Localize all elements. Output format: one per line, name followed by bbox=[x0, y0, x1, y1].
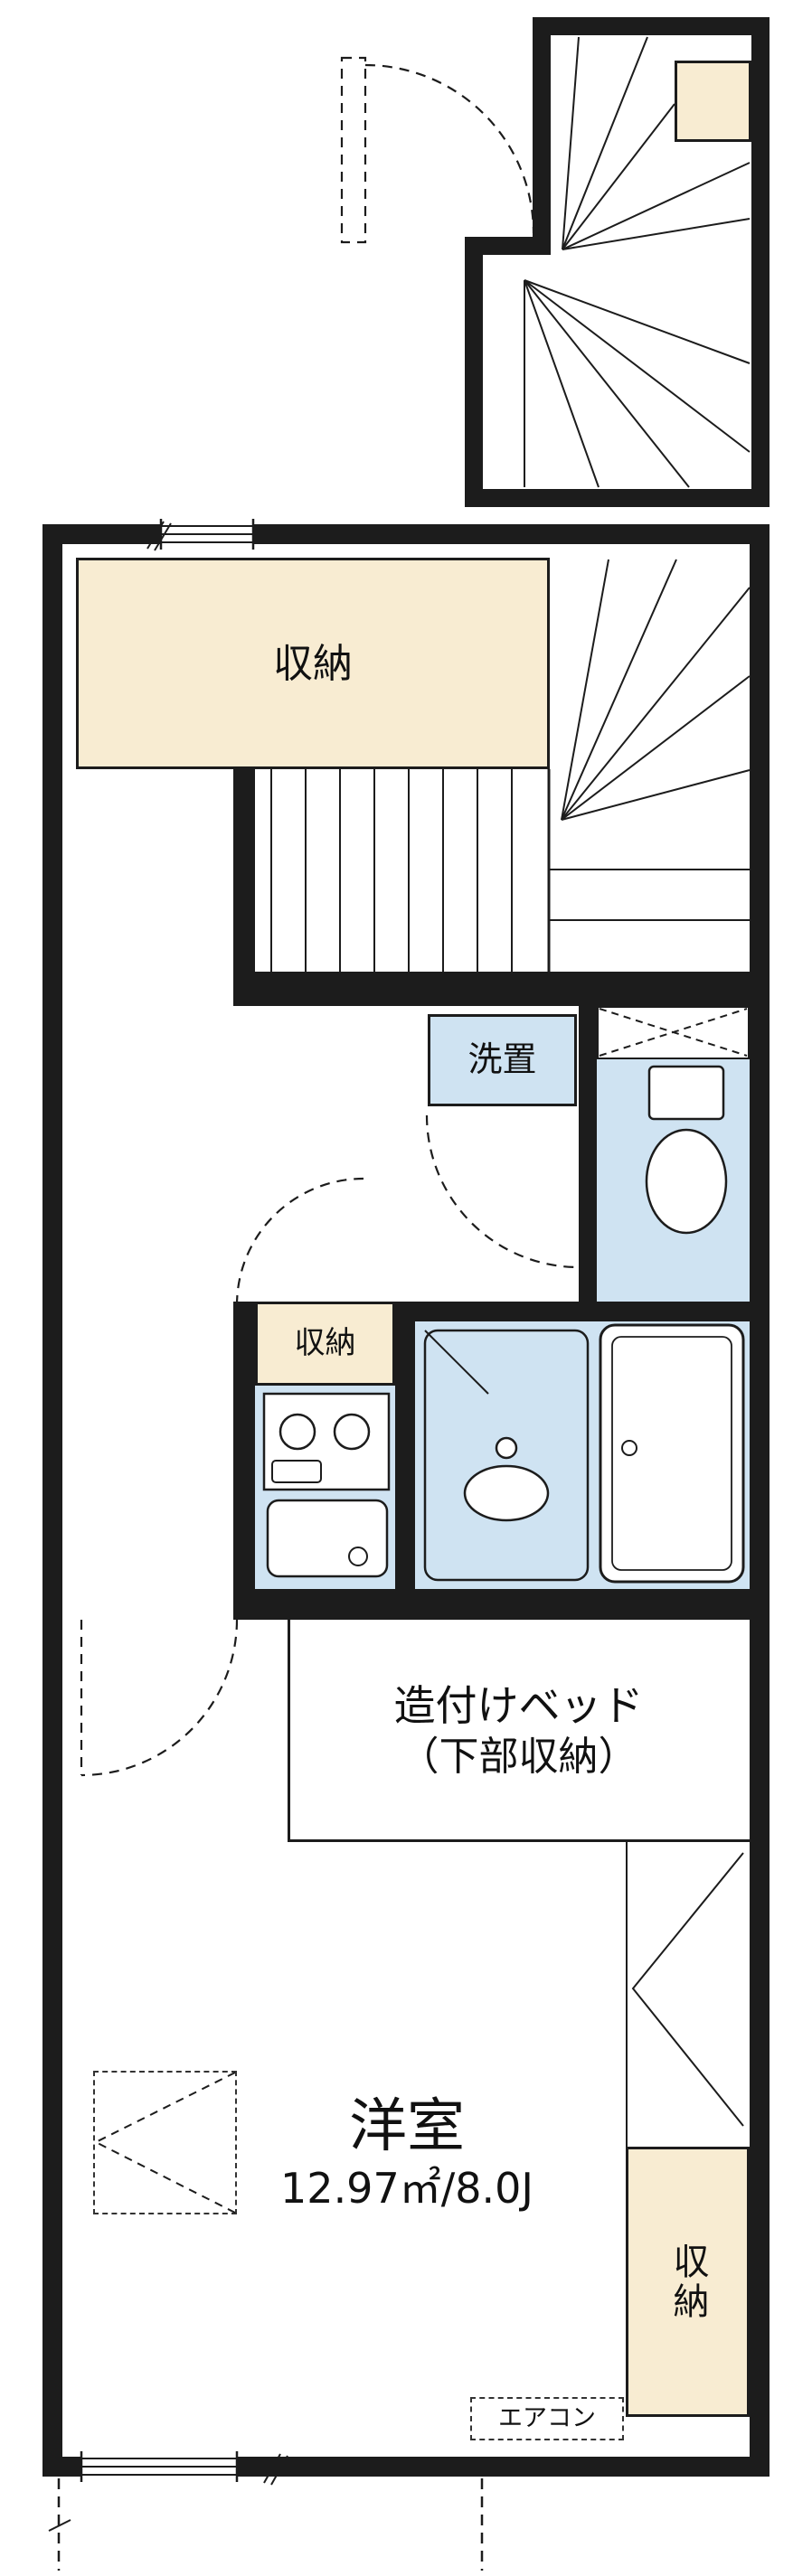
room-name: 洋室 bbox=[349, 2093, 465, 2161]
boundary-dashes bbox=[48, 2478, 484, 2571]
wall-stair-band bbox=[233, 972, 750, 1006]
wall-toilet bbox=[579, 1006, 597, 1321]
wall bbox=[751, 17, 770, 507]
upper-closet bbox=[675, 61, 751, 142]
wall bbox=[237, 2457, 770, 2477]
wall bbox=[533, 17, 551, 255]
storage-top bbox=[76, 558, 550, 769]
wall bbox=[253, 524, 770, 544]
storage-bottom bbox=[626, 2147, 750, 2417]
room-size: 12.97㎡/8.0J bbox=[280, 2164, 533, 2214]
wall bbox=[465, 237, 483, 507]
wall bbox=[42, 524, 62, 2477]
wall-stair-stub bbox=[233, 769, 255, 972]
straight-stairs bbox=[270, 769, 551, 972]
kitchen-storage bbox=[255, 1302, 395, 1386]
bathroom bbox=[415, 1321, 750, 1589]
upper-door-swing bbox=[340, 56, 535, 244]
upper-stairs-lower-fan bbox=[524, 279, 751, 488]
washer-space bbox=[428, 1014, 577, 1106]
wall-bath-top bbox=[395, 1302, 750, 1321]
closet-dashed bbox=[93, 2071, 237, 2214]
kitchen bbox=[255, 1386, 395, 1589]
wall bbox=[750, 524, 770, 2477]
wall-kitchen-left bbox=[233, 1302, 255, 1620]
toilet-upper-cabinet bbox=[597, 1006, 750, 1059]
wall bbox=[465, 237, 551, 255]
wall-kitchen-bath bbox=[395, 1321, 415, 1620]
window-top bbox=[146, 519, 255, 551]
wall bbox=[42, 2457, 81, 2477]
wall bbox=[533, 17, 770, 35]
wall-bed-band bbox=[233, 1589, 750, 1620]
wall bbox=[465, 489, 770, 507]
built-in-bed bbox=[288, 1620, 750, 1842]
winder-stairs bbox=[550, 559, 751, 921]
under-stair-column bbox=[626, 1842, 750, 2147]
aircon-box bbox=[470, 2397, 624, 2440]
wall bbox=[42, 524, 161, 544]
